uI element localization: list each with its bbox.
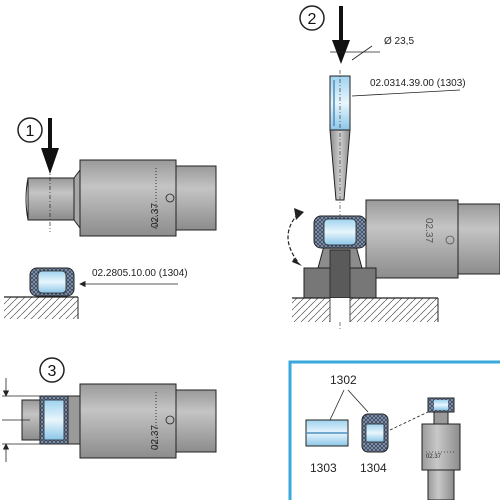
ring-1304 [29, 267, 75, 297]
inset-tool-neck [433, 411, 449, 425]
break-line [25, 177, 29, 221]
tool-body-3-step [175, 389, 217, 453]
inset-panel: 1302 1303 1304 02.37 [288, 360, 500, 500]
rotation-arrow [287, 213, 299, 263]
step1-badge [17, 117, 43, 143]
inset-label-1303: 1303 [310, 461, 337, 475]
tool-body-3-neck [67, 395, 81, 445]
mandrel-cone [329, 129, 351, 201]
shaft-taper [73, 168, 81, 230]
insert-arrow-1-head [41, 148, 59, 174]
tool-body-2 [365, 199, 459, 279]
tool-body [79, 159, 177, 237]
tool-body-3 [79, 383, 177, 459]
logo-mark [165, 193, 175, 203]
shaft-mark-2: 02.37 [423, 218, 434, 243]
base-plate-2 [292, 298, 438, 322]
inset-leader-right [347, 389, 369, 413]
ring-3 [39, 395, 69, 445]
inset-label-1304: 1304 [360, 461, 387, 475]
inset-dash-link [389, 411, 429, 431]
base-plate-2-hole [330, 298, 350, 322]
step2-badge [299, 5, 325, 31]
base-plate-1 [4, 297, 78, 319]
mandrel-part-label: 02.0314.39.00 (1303) [370, 78, 466, 89]
step3-badge [39, 357, 65, 383]
shaft-left-section [27, 177, 75, 221]
step3-panel: 3 02.37 [2, 357, 217, 462]
tool-body-2-tail [457, 203, 500, 275]
leader-mandrel [351, 89, 461, 97]
inset-leader-left [329, 389, 345, 421]
step3-number: 3 [48, 363, 57, 380]
logo-mark-3 [165, 415, 175, 425]
step2-number: 2 [308, 11, 317, 28]
inset-label-top: 1302 [330, 373, 357, 387]
holder-bore [329, 249, 351, 299]
inset-frame [288, 360, 500, 500]
ring-part-label: 02.2805.10.00 (1304) [92, 268, 188, 279]
dim-line-2 [351, 45, 373, 61]
step1-number: 1 [26, 123, 35, 140]
shaft-mark-3: 02.37 [150, 425, 161, 450]
inset-part-1304 [361, 413, 389, 453]
ring-2 [313, 215, 367, 249]
shaft-mark-1: 02.37 [150, 203, 161, 228]
step2-panel: 2 Ø 23,5 02.0314.39.00 (1303) 02.37 [287, 5, 500, 330]
shaft-mark-inset: 02.37 [426, 454, 442, 460]
diameter-label: Ø 23,5 [384, 36, 414, 47]
inset-tool-tail [427, 469, 455, 500]
tool-body-step [175, 165, 217, 231]
step1-panel: 02.37 1 02.2805.10.00 (1304) [4, 117, 217, 319]
logo-mark-2 [445, 235, 455, 245]
inset-tool-body [421, 423, 461, 471]
